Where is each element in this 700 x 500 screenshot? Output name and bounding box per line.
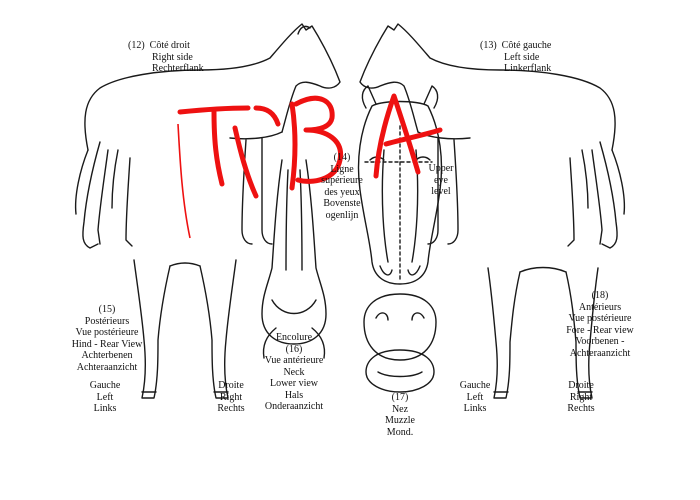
horse-right-side-outline xyxy=(74,23,341,249)
label-fore-rear-view: (18) Antérieurs Vue postérieure Fore - R… xyxy=(566,290,634,359)
horse-muzzle-outline xyxy=(363,293,437,393)
label-right-side-num: (12) xyxy=(128,40,145,51)
label-right-side: (12) Côté droit Right side Rechterflank xyxy=(128,40,204,74)
label-upper-eye-level: Upper eye level xyxy=(428,163,454,197)
label-hind-left: Gauche Left Links xyxy=(89,380,121,414)
red-scribble-tiba xyxy=(177,93,443,199)
horse-hind-legs-outline xyxy=(133,259,237,399)
label-hind-rear-view: (15) Postérieurs Vue postérieure Hind - … xyxy=(71,304,143,373)
label-muzzle: (17) Nez Muzzle Mond. xyxy=(385,392,415,438)
horse-left-side-outline xyxy=(359,23,626,249)
horse-fore-legs-outline xyxy=(487,266,599,399)
horse-head-front-outline xyxy=(357,85,443,285)
label-fore-left: Gauche Left Links xyxy=(459,380,491,414)
label-fore-right: Droite Right Rechts xyxy=(567,380,595,414)
red-thin-line xyxy=(177,123,191,239)
label-hind-right: Droite Right Rechts xyxy=(217,380,245,414)
label-neck-lower-view: Encolure (16) Vue antérieure Neck Lower … xyxy=(264,332,324,412)
label-eye-line: (14) Ligne supérieure des yeux Bovenste … xyxy=(321,152,363,221)
label-left-side: (13) Côté gauche Left side Linkerflank xyxy=(480,40,552,74)
label-left-side-num: (13) xyxy=(480,40,497,51)
